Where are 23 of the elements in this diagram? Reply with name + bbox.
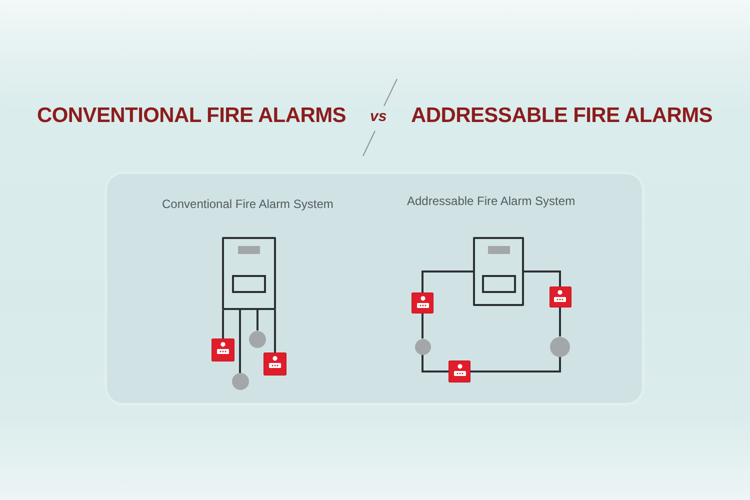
wire-line	[524, 270, 561, 287]
section-heading: Addressable Fire Alarm System	[407, 194, 576, 209]
wire-line	[422, 313, 424, 338]
vs-text: vs	[370, 108, 387, 126]
wire-line	[222, 310, 224, 339]
manual-call-point	[449, 361, 470, 382]
control-panel	[222, 237, 276, 310]
comparison-card	[107, 174, 642, 403]
title-text: CONVENTIONAL FIRE ALARMS	[37, 104, 346, 128]
wire-line	[256, 310, 258, 330]
section-heading: Conventional Fire Alarm System	[162, 197, 334, 212]
control-panel	[473, 237, 524, 306]
wire-line	[274, 310, 276, 353]
manual-call-point	[264, 353, 286, 375]
manual-call-point	[550, 287, 570, 307]
manual-call-point	[212, 339, 234, 361]
manual-call-point	[412, 293, 433, 313]
wire-line	[470, 356, 561, 372]
title-text: ADDRESSABLE FIRE ALARMS	[411, 104, 712, 128]
wire-line	[239, 310, 241, 373]
wire-line	[422, 270, 473, 293]
wire-line	[559, 307, 561, 336]
wire-line	[422, 354, 449, 372]
